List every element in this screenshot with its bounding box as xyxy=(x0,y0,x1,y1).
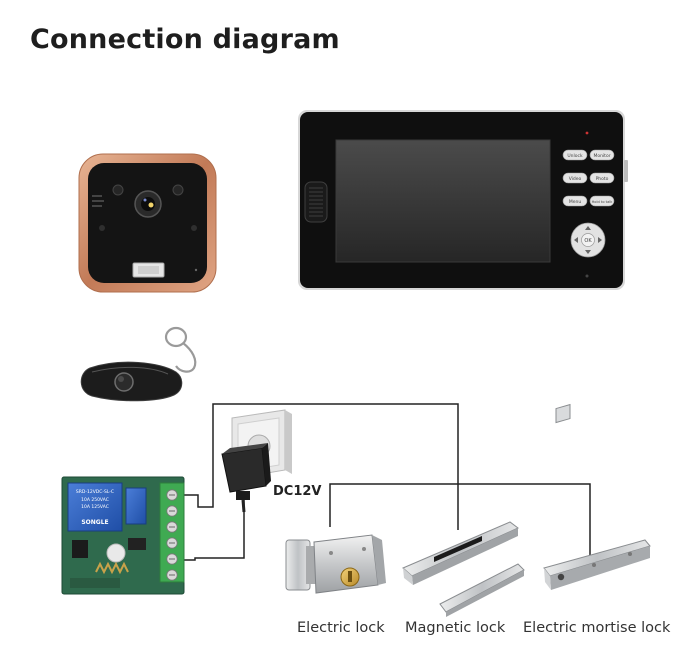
electric-mortise-lock-label: Electric mortise lock xyxy=(523,620,671,636)
magnetic-lock-label: Magnetic lock xyxy=(405,620,506,636)
arrow-left-icon[interactable] xyxy=(574,237,578,243)
relay-print-line: SRD-12VDC-SL-C xyxy=(76,489,114,495)
relay-print-line: 10A 250VAC xyxy=(81,497,109,503)
monitor-dpad[interactable]: OK xyxy=(570,222,606,258)
monitor-button-video-label: Video xyxy=(569,176,582,182)
keyring-icon xyxy=(164,326,197,373)
speaker-grille-icon xyxy=(92,195,104,207)
wiring xyxy=(180,403,591,561)
magnetic-lock xyxy=(402,521,525,617)
monitor-button-video[interactable]: Video xyxy=(562,172,588,184)
arrow-down-icon[interactable] xyxy=(585,250,591,254)
relay-module: SRD-12VDC-SL-C 10A 250VAC 10A 125VAC SON… xyxy=(61,476,185,595)
power-label: DC12V xyxy=(273,484,322,499)
monitor-button-unlock-label: Unlock xyxy=(567,153,583,159)
monitor-button-hold-to-talk[interactable]: Hold to talk xyxy=(589,195,615,207)
remote-keyfob xyxy=(80,326,197,402)
monitor-button-monitor[interactable]: Monitor xyxy=(589,149,615,161)
electric-lock xyxy=(285,534,386,594)
relay-print-line: SONGLE xyxy=(81,519,108,526)
door-camera xyxy=(78,153,217,293)
antenna-coil-icon xyxy=(95,561,129,575)
wire-relay-to-adapter xyxy=(180,500,245,561)
electric-mortise-lock xyxy=(543,403,651,590)
relay-print-line: 10A 125VAC xyxy=(81,504,109,510)
remote-button xyxy=(114,372,134,392)
microphone-grille-icon xyxy=(309,187,323,217)
electric-lock-label: Electric lock xyxy=(297,620,385,636)
monitor-button-photo-label: Photo xyxy=(596,176,609,182)
monitor-button-photo[interactable]: Photo xyxy=(589,172,615,184)
wire-common-bus xyxy=(329,483,591,558)
power-adapter xyxy=(221,443,271,513)
arrow-right-icon[interactable] xyxy=(598,237,602,243)
monitor-button-menu[interactable]: Menu xyxy=(562,195,588,207)
diagram-title: Connection diagram xyxy=(30,24,340,55)
camera-lens-icon xyxy=(134,190,162,218)
wire-relay-to-magnetic-lock xyxy=(180,403,459,530)
arrow-up-icon[interactable] xyxy=(585,226,591,230)
ok-button-label: OK xyxy=(584,238,592,244)
monitor-button-hold-to-talk-label: Hold to talk xyxy=(592,200,614,204)
monitor-button-menu-label: Menu xyxy=(569,199,582,205)
monitor-button-unlock[interactable]: Unlock xyxy=(562,149,588,161)
monitor-button-monitor-label: Monitor xyxy=(593,153,610,159)
ok-button[interactable] xyxy=(581,233,595,247)
indoor-monitor: Unlock Monitor Video Photo Menu Hold to … xyxy=(298,110,628,290)
